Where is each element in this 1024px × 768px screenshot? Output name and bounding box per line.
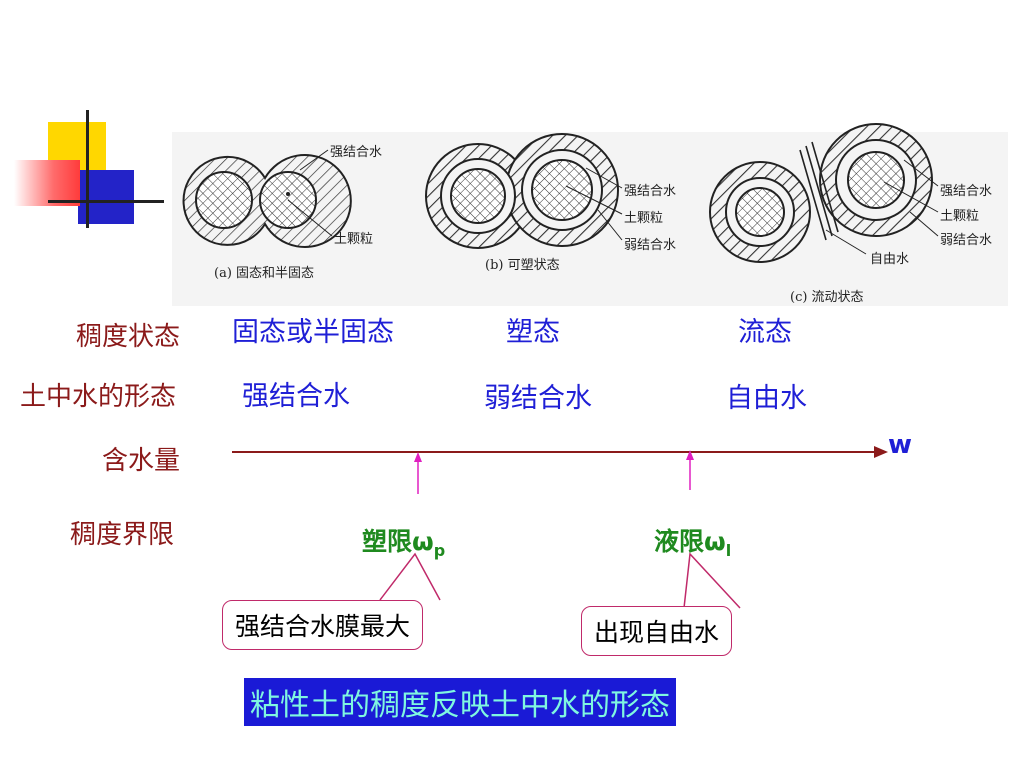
plastic-limit-arrow <box>414 452 422 494</box>
fig-b-caption: (b) 可塑状态 <box>485 258 560 273</box>
logo-vertical-line <box>86 110 89 228</box>
liquid-limit-arrow <box>686 450 694 490</box>
state-liquid: 流态 <box>738 317 792 348</box>
water-form-strong: 强结合水 <box>242 381 350 412</box>
row-label-consistency-state: 稠度状态 <box>76 322 181 352</box>
fig-b-label-strong-water: 强结合水 <box>624 184 677 199</box>
figure-b-plastic-state <box>425 133 623 249</box>
logo-red-square <box>14 160 80 206</box>
water-content-axis <box>232 446 888 458</box>
water-form-free: 自由水 <box>726 383 807 414</box>
figure-c-flow-state <box>709 123 939 263</box>
axis-symbol-w: w <box>888 430 913 460</box>
fig-c-label-weak-water: 弱结合水 <box>940 233 993 248</box>
row-label-water-form: 土中水的形态 <box>20 382 177 412</box>
row-label-water-content: 含水量 <box>102 446 181 476</box>
fig-c-caption: (c) 流动状态 <box>790 290 864 305</box>
fig-b-label-weak-water: 弱结合水 <box>624 238 677 253</box>
summary-banner: 粘性土的稠度反映土中水的形态 <box>244 678 676 726</box>
fig-b-label-particle: 土颗粒 <box>624 211 664 226</box>
logo-horizontal-line <box>48 200 164 203</box>
callout-free-water-appears: 出现自由水 <box>581 606 733 656</box>
liquid-limit-text: 液限 <box>654 527 705 556</box>
plastic-limit-subscript: p <box>433 541 446 560</box>
row-label-consistency-limit: 稠度界限 <box>70 520 175 550</box>
fig-c-label-particle: 土颗粒 <box>940 209 980 224</box>
plastic-limit-label: 塑限ωp <box>362 522 445 560</box>
plastic-limit-symbol: ω <box>412 527 434 556</box>
fig-c-label-free-water: 自由水 <box>870 252 910 267</box>
fig-a-label-strong-water: 强结合水 <box>330 145 383 160</box>
fig-a-label-particle: 土颗粒 <box>334 232 374 247</box>
state-solid: 固态或半固态 <box>232 317 394 348</box>
state-plastic: 塑态 <box>506 317 560 348</box>
water-form-weak: 弱结合水 <box>484 383 592 414</box>
figure-a-solid-state <box>182 149 352 248</box>
callout-pointer-2 <box>683 552 741 609</box>
fig-a-caption: (a) 固态和半固态 <box>214 266 315 281</box>
plastic-limit-text: 塑限 <box>362 527 413 556</box>
callout-pointer-1 <box>379 552 441 601</box>
callout-max-bound-water: 强结合水膜最大 <box>222 600 424 650</box>
liquid-limit-symbol: ω <box>704 527 726 556</box>
fig-c-label-strong-water: 强结合水 <box>940 184 993 199</box>
liquid-limit-subscript: l <box>725 541 732 560</box>
liquid-limit-label: 液限ωl <box>654 522 731 560</box>
